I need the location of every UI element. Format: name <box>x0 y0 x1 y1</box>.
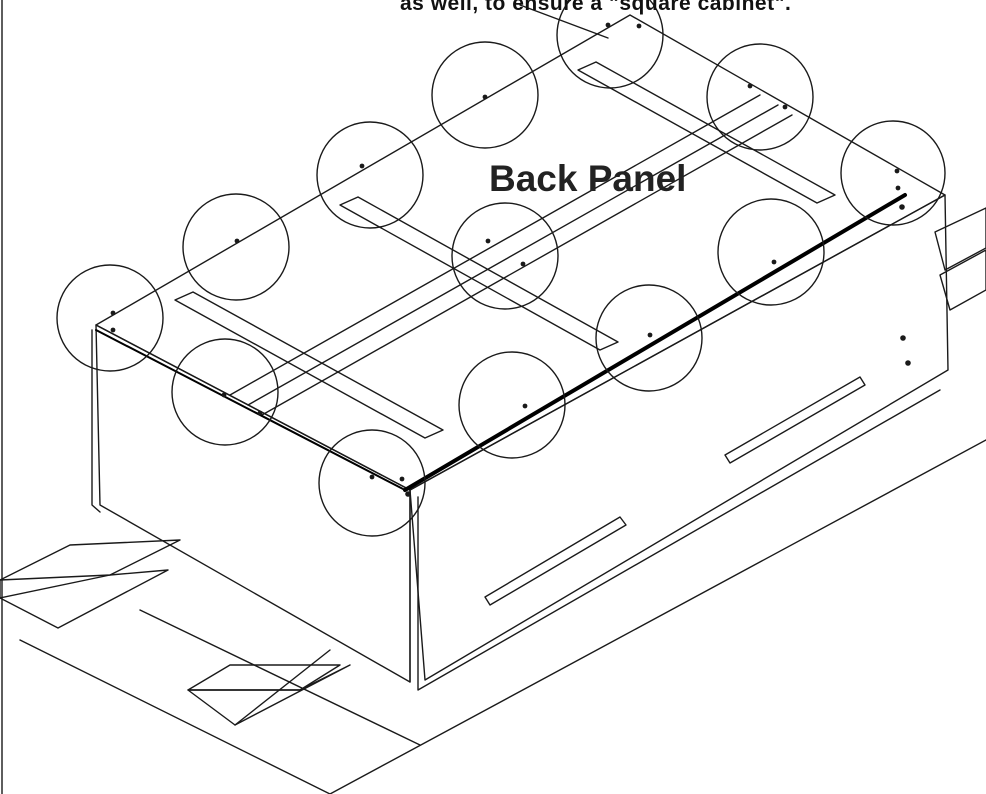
callout-circle <box>182 193 290 301</box>
screw-marker <box>894 168 900 174</box>
screw-marker <box>257 410 263 416</box>
screw-marker <box>522 403 528 409</box>
screw-marker <box>782 104 788 110</box>
callout-circle <box>706 43 814 151</box>
screw-marker <box>221 392 227 398</box>
instruction-caption: as well, to ensure a "square cabinet". <box>400 0 792 15</box>
callout-circle <box>458 351 566 459</box>
screw-marker <box>747 83 753 89</box>
screw-marker <box>485 238 491 244</box>
callout-circle <box>316 121 424 229</box>
screw-marker <box>234 238 240 244</box>
callout-circle <box>451 202 559 310</box>
screw-marker <box>905 360 911 366</box>
screw-marker <box>636 23 642 29</box>
caption-leader <box>519 4 609 39</box>
screws <box>110 22 911 497</box>
joint-edge-short <box>95 329 406 491</box>
screw-marker <box>369 474 375 480</box>
screw-marker <box>482 94 488 100</box>
callout-circle <box>717 198 825 306</box>
callout-circle <box>56 264 164 372</box>
back-panel-label: Back Panel <box>489 158 687 199</box>
callout-circle <box>556 0 664 89</box>
screw-marker <box>647 332 653 338</box>
callout-circle <box>171 338 279 446</box>
callout-circles <box>56 0 946 537</box>
callout-circle <box>595 284 703 392</box>
callout-circle <box>840 120 946 226</box>
joint-edge <box>403 193 907 492</box>
screw-marker <box>605 22 611 28</box>
screw-marker <box>900 335 906 341</box>
back-panel-face <box>95 14 946 491</box>
screw-marker <box>359 163 365 169</box>
screw-marker <box>110 327 116 333</box>
shipping-skids <box>0 207 986 794</box>
screw-marker <box>399 476 405 482</box>
callout-circle <box>431 41 539 149</box>
screw-marker <box>110 310 116 316</box>
side-panel-long <box>409 194 949 691</box>
callout-circle <box>318 429 426 537</box>
screw-marker <box>771 259 777 265</box>
screw-marker <box>899 204 905 210</box>
side-panel-short <box>91 324 411 683</box>
screw-marker <box>405 491 411 497</box>
screw-marker <box>895 185 901 191</box>
screw-marker <box>520 261 526 267</box>
